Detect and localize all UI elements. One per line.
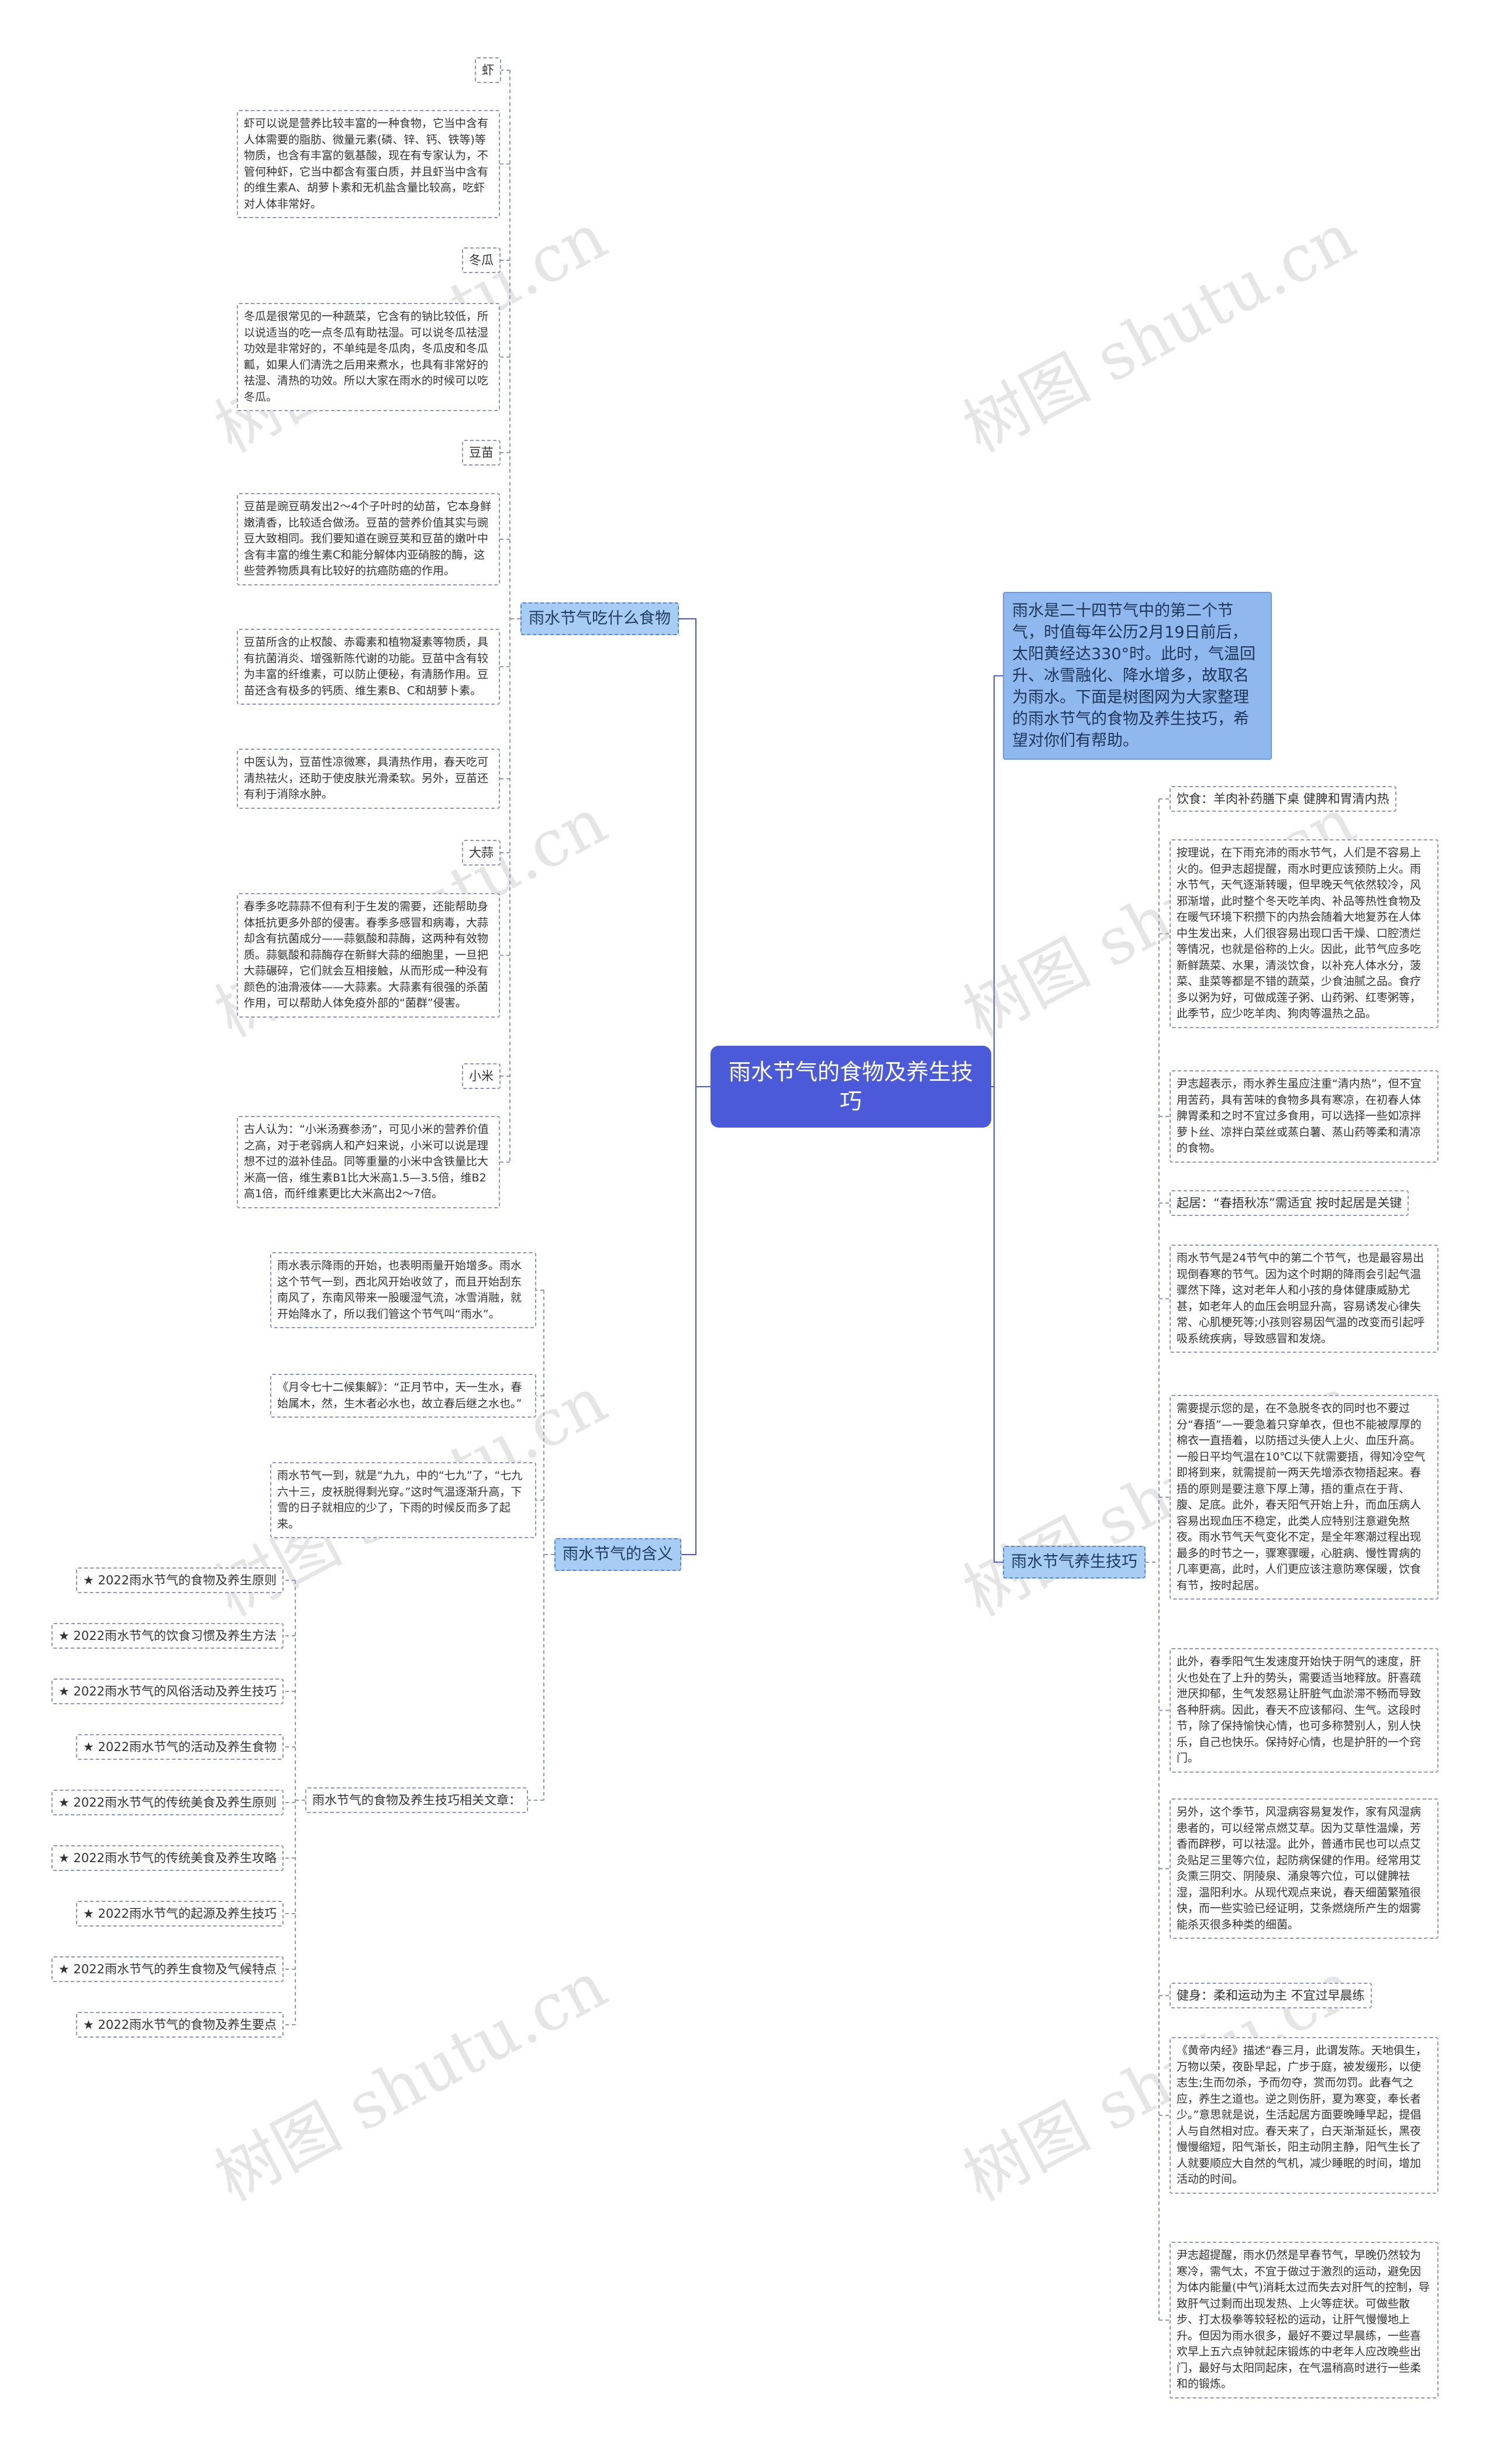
connector-line xyxy=(994,1087,1003,1563)
food-pea-sprout-text-3: 中医认为，豆苗性凉微寒，具清热作用，春天吃可清热祛火，还助于使皮肤光滑柔软。另外… xyxy=(237,749,500,809)
health-living-text-1: 雨水节气是24节气中的第二个节气，也是最容易出现倒春寒的节气。因为这个时期的降雨… xyxy=(1170,1245,1439,1353)
root-topic[interactable]: 雨水节气的食物及养生技巧 xyxy=(710,1046,991,1128)
food-pea-sprout-text-2: 豆苗所含的止权酸、赤霉素和植物凝素等物质，具有抗菌消炎、增强新陈代谢的功能。豆苗… xyxy=(237,629,500,705)
related-article-link[interactable]: ★ 2022雨水节气的食物及养生原则 xyxy=(76,1567,284,1593)
meaning-text-1: 雨水表示降雨的开始，也表明雨量开始增多。雨水这个节气一到，西北风开始收敛了，而且… xyxy=(270,1252,536,1328)
related-article-link[interactable]: ★ 2022雨水节气的食物及养生要点 xyxy=(76,2012,284,2038)
related-article-link[interactable]: ★ 2022雨水节气的饮食习惯及养生方法 xyxy=(51,1623,284,1649)
intro-summary[interactable]: 雨水是二十四节气中的第二个节气，时值每年公历2月19日前后，太阳黄经达330°时… xyxy=(1003,592,1272,760)
health-exercise-tag[interactable]: 健身：柔和运动为主 不宜过早晨练 xyxy=(1170,1983,1372,2008)
food-garlic-text: 春季多吃蒜蒜不但有利于生发的需要，还能帮助身体抵抗更多外部的侵害。春季多感冒和病… xyxy=(237,893,500,1018)
food-shrimp-tag[interactable]: 虾 xyxy=(475,57,501,83)
connector-line xyxy=(994,675,1003,1087)
food-shrimp-text: 虾可以说是营养比较丰富的一种食物，它当中含有人体需要的脂肪、微量元素(磷、锌、钙… xyxy=(237,110,500,218)
health-living-text-3: 此外，春季阳气生发速度开始快于阴气的速度，肝火也处在了上升的势头，需要适当地释放… xyxy=(1170,1648,1439,1773)
health-diet-tag[interactable]: 饮食：羊肉补药膳下桌 健脾和胃清内热 xyxy=(1170,786,1396,812)
related-article-link[interactable]: ★ 2022雨水节气的风俗活动及养生技巧 xyxy=(51,1679,284,1704)
health-diet-text-1: 按理说，在下雨充沛的雨水节气，人们是不容易上火的。但尹志超提醒，雨水时更应该预防… xyxy=(1170,839,1439,1028)
food-pea-sprout-text-1: 豆苗是豌豆萌发出2～4个子叶时的幼苗，它本身鲜嫩清香，比较适合做汤。豆苗的营养价… xyxy=(237,493,500,585)
related-article-link[interactable]: ★ 2022雨水节气的活动及养生食物 xyxy=(76,1734,284,1760)
related-article-link[interactable]: ★ 2022雨水节气的传统美食及养生原则 xyxy=(51,1790,284,1815)
food-millet-tag[interactable]: 小米 xyxy=(462,1063,501,1089)
food-wax-gourd-tag[interactable]: 冬瓜 xyxy=(462,247,501,273)
health-diet-text-2: 尹志超表示，雨水养生虽应注重“清内热”，但不宜用苦药，具有苦味的食物多具有寒凉，… xyxy=(1170,1070,1439,1163)
health-living-text-2: 需要提示您的是，在不急脱冬衣的同时也不要过分“春捂”—一要急着只穿单衣，但也不能… xyxy=(1170,1395,1439,1600)
food-wax-gourd-text: 冬瓜是很常见的一种蔬菜，它含有的钠比较低，所以说适当的吃一点冬瓜有助祛湿。可以说… xyxy=(237,303,500,411)
related-articles-tag[interactable]: 雨水节气的食物及养生技巧相关文章： xyxy=(305,1787,528,1813)
meaning-text-2: 《月令七十二候集解》：“正月节中，天一生水，春始属木，然，生木者必水也，故立春后… xyxy=(270,1374,536,1418)
food-millet-text: 古人认为：“小米汤赛参汤”，可见小米的营养价值之高，对于老弱病人和产妇来说，小米… xyxy=(237,1116,500,1208)
health-living-tag[interactable]: 起居：“春捂秋冻”需适宜 按时起居是关键 xyxy=(1170,1190,1409,1216)
connector-line xyxy=(681,1087,696,1555)
health-exercise-text-1: 《黄帝内经》描述“春三月，此谓发陈。天地俱生，万物以荣，夜卧早起，广步于庭，被发… xyxy=(1170,2037,1439,2194)
health-living-text-4: 另外，这个季节，风湿病容易复发作，家有风湿病患者的，可以经常点燃艾草。因为艾草性… xyxy=(1170,1798,1439,1939)
branch-food[interactable]: 雨水节气吃什么食物 xyxy=(520,602,679,635)
food-pea-sprout-tag[interactable]: 豆苗 xyxy=(462,440,501,466)
related-article-link[interactable]: ★ 2022雨水节气的起源及养生技巧 xyxy=(76,1901,284,1927)
meaning-text-3: 雨水节气一到，就是“九九，中的“七九”了，“七九六十三，皮袄脱得剩光穿。”这时气… xyxy=(270,1462,536,1538)
health-exercise-text-2: 尹志超提醒，雨水仍然是早春节气，早晚仍然较为寒冷，需气太，不宜于做过于激烈的运动… xyxy=(1170,2242,1439,2398)
related-article-link[interactable]: ★ 2022雨水节气的养生食物及气候特点 xyxy=(51,1956,284,1982)
branch-meaning[interactable]: 雨水节气的含义 xyxy=(554,1538,681,1571)
branch-health[interactable]: 雨水节气养生技巧 xyxy=(1003,1546,1146,1579)
food-garlic-tag[interactable]: 大蒜 xyxy=(462,840,501,866)
connector-line xyxy=(679,618,696,1087)
related-article-link[interactable]: ★ 2022雨水节气的传统美食及养生攻略 xyxy=(51,1845,284,1871)
